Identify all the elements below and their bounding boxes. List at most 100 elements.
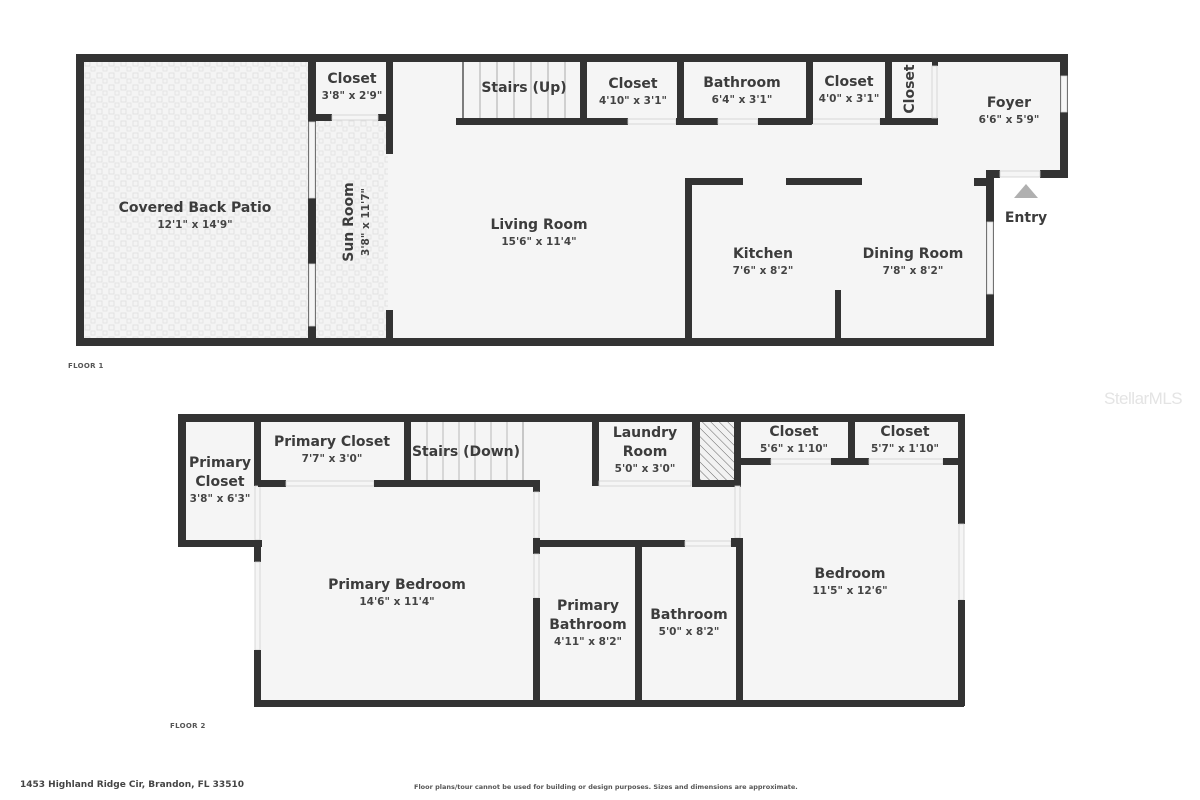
room-dimensions: 11'5" x 12'6": [812, 585, 887, 597]
entry-cutout: [994, 176, 1074, 356]
room-name: Stairs (Up): [481, 80, 566, 96]
wall: [1040, 170, 1068, 178]
wall: [254, 540, 261, 562]
wall: [958, 600, 965, 706]
wall: [378, 114, 388, 121]
wall: [254, 650, 261, 706]
wall: [386, 58, 393, 154]
floor-1-label: FLOOR 1: [68, 362, 104, 370]
wall: [786, 178, 862, 185]
wall: [308, 58, 316, 346]
wall: [76, 54, 84, 346]
wall: [676, 118, 718, 125]
wall: [685, 178, 743, 185]
wall: [806, 58, 813, 124]
room-dimensions: 7'8" x 8'2": [883, 265, 944, 277]
room-name: Dining Room: [863, 246, 964, 262]
room-name: Closet: [880, 424, 930, 440]
sliding-door: [308, 263, 316, 327]
wall: [932, 58, 938, 66]
room-name: Room: [623, 444, 668, 460]
room-name: Primary: [189, 455, 251, 471]
room-name: Closet: [902, 64, 918, 114]
room-name: Covered Back Patio: [119, 200, 272, 216]
floor-2: Primary Closet 3'8" x 6'3" Primary Close…: [178, 414, 965, 707]
closet-door: [331, 114, 379, 121]
property-address: 1453 Highland Ridge Cir, Brandon, FL 335…: [20, 780, 244, 790]
closet-door: [770, 458, 832, 465]
closet-door: [868, 458, 944, 465]
wall: [592, 418, 599, 486]
room-dimensions: 3'8" x 2'9": [322, 90, 383, 102]
window: [1060, 75, 1068, 113]
wall: [178, 414, 186, 546]
closet-door: [811, 118, 881, 125]
wall: [677, 58, 684, 124]
patio-tile-fill: [80, 58, 312, 342]
closet-door: [931, 65, 938, 119]
wall: [580, 58, 587, 124]
room-dimensions: 3'8" x 11'7": [360, 188, 372, 256]
room-dimensions: 15'6" x 11'4": [501, 236, 576, 248]
room-name: Bathroom: [549, 617, 627, 633]
window: [254, 561, 261, 651]
room-name: Closet: [824, 74, 874, 90]
room-name: Closet: [327, 71, 377, 87]
wall: [692, 480, 741, 487]
sunroom-tile-fill: [316, 120, 388, 342]
room-name: Foyer: [987, 95, 1031, 111]
closet-door: [627, 118, 677, 125]
wall: [316, 114, 332, 121]
wall: [758, 118, 812, 125]
wall: [1060, 54, 1068, 178]
wall: [386, 310, 393, 346]
wall: [533, 598, 540, 706]
wall: [533, 540, 685, 547]
room-dimensions: 3'8" x 6'3": [190, 493, 251, 505]
room-dimensions: 7'7" x 3'0": [302, 453, 363, 465]
wall: [254, 414, 261, 486]
window: [986, 221, 994, 295]
wall: [178, 414, 964, 422]
entry-arrow-icon: [1014, 184, 1038, 198]
room-name: Kitchen: [733, 246, 793, 262]
wall: [76, 338, 994, 346]
wall: [254, 700, 964, 707]
room-dimensions: 4'11" x 8'2": [554, 636, 622, 648]
floor-2-fill: [182, 418, 260, 544]
room-dimensions: 5'0" x 8'2": [659, 626, 720, 638]
wall: [848, 418, 855, 464]
wall: [974, 178, 990, 185]
wall: [734, 418, 741, 486]
wall: [685, 178, 692, 346]
entry-label: Entry: [1005, 210, 1047, 226]
room-name: Sun Room: [341, 182, 357, 262]
room-dimensions: 12'1" x 14'9": [157, 219, 232, 231]
room-name: Bedroom: [815, 566, 886, 582]
watermark-logo: StellarMLS: [1104, 389, 1183, 408]
stairs-down: [426, 422, 524, 480]
floor-2-fill: [258, 418, 962, 704]
sliding-door: [308, 121, 316, 199]
wall: [692, 418, 700, 486]
hatched-shaft: [700, 422, 734, 480]
room-dimensions: 4'10" x 3'1": [599, 95, 667, 107]
room-dimensions: 6'4" x 3'1": [712, 94, 773, 106]
room-name: Bathroom: [650, 607, 728, 623]
room-name: Primary: [557, 598, 619, 614]
doorway: [533, 491, 540, 539]
wall: [456, 118, 628, 125]
room-name: Closet: [608, 76, 658, 92]
wall: [885, 58, 892, 124]
room-name: Laundry: [613, 425, 677, 441]
bathroom-door: [684, 540, 732, 547]
wall: [958, 414, 965, 524]
wall: [835, 290, 841, 346]
entry-door[interactable]: [999, 170, 1041, 178]
wall: [943, 458, 961, 465]
wall: [404, 418, 411, 484]
room-dimensions: 6'6" x 5'9": [979, 114, 1040, 126]
room-name: Living Room: [490, 217, 587, 233]
wall: [76, 54, 1068, 62]
